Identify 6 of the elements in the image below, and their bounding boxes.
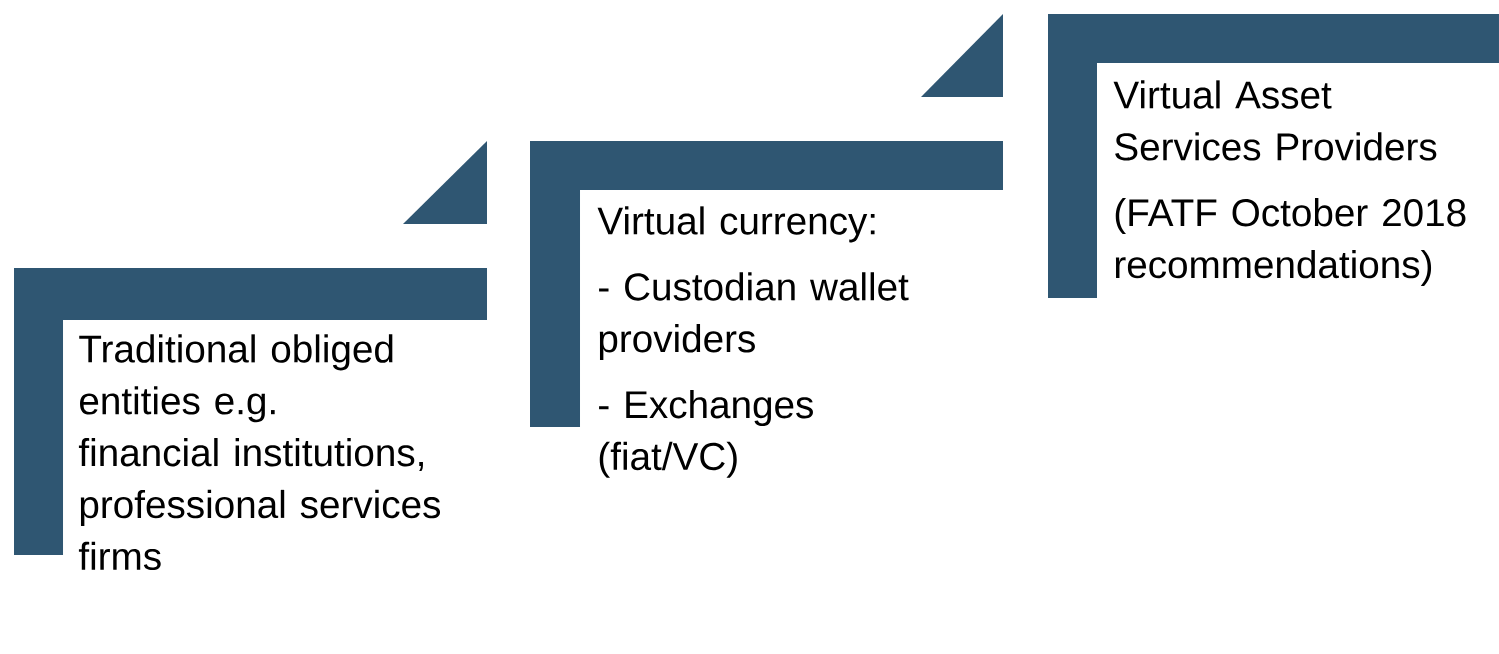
step-box: Virtual currency: - Custodian wallet providers - Exchanges (fiat/VC)	[530, 141, 1003, 478]
step-triangle	[921, 14, 1003, 97]
step-box: Virtual Asset Services Providers (FATF October 2018 recommendations)	[1048, 14, 1499, 298]
node-label: (fiat/VC)	[599, 441, 737, 478]
step-box: Traditional obliged entities e.g. financial institutions, professional services firms	[14, 268, 487, 571]
step-triangle	[403, 141, 487, 224]
